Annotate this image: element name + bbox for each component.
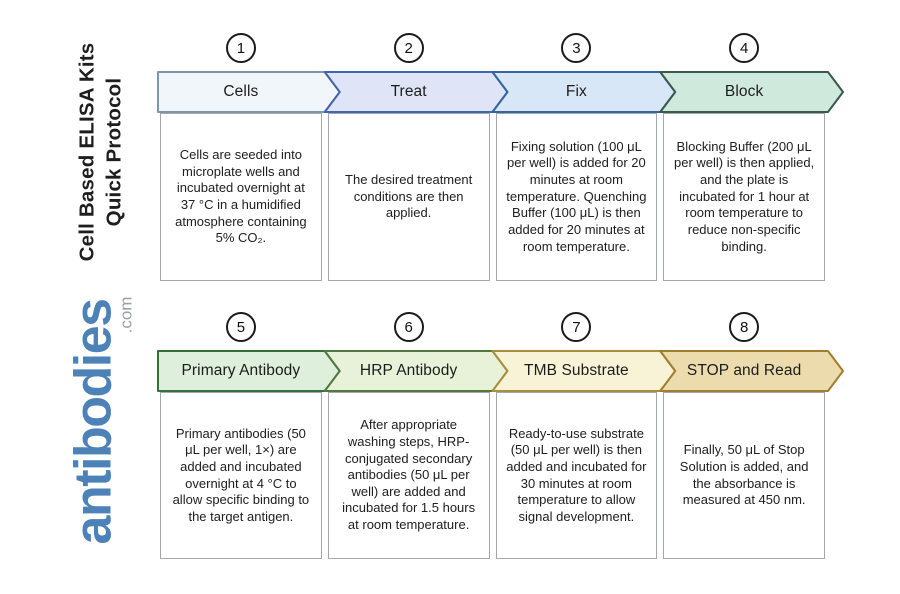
step-description-box-1: Cells are seeded into microplate wells a… [160,113,322,281]
step-description-7: Ready-to-use substrate (50 μL per well) … [506,425,647,524]
protocol-diagram: 1 2 3 4 Cells Treat Fix Block [157,33,845,559]
step-row-2: 5 6 7 8 Primary Antibody HRP Antibody TM… [157,312,845,559]
step-header-label-3: Fix [565,83,587,100]
arrow-shape-stop-and-read [659,350,844,392]
step-number-badge-3: 3 [561,33,592,63]
step-numbers-row-2: 5 6 7 8 [157,312,845,342]
step-description-box-3: Fixing solution (100 μL per well) is add… [495,113,658,281]
step-number-4: 4 [739,39,749,57]
description-boxes-row-1: Cells are seeded into microplate wells a… [157,113,828,281]
step-number-8: 8 [739,318,749,336]
logo-text: antibodies [64,298,123,544]
step-number-badge-6: 6 [393,312,424,342]
step-description-box-4: Blocking Buffer (200 μL per well) is the… [663,113,825,281]
arrow-band-row-2: Primary Antibody HRP Antibody TMB Substr… [157,350,845,392]
title-line-2: Quick Protocol [102,77,125,227]
step-description-8: Finally, 50 μL of Stop Solution is added… [679,442,809,508]
step-description-1: Cells are seeded into microplate wells a… [175,147,307,246]
step-number-2: 2 [404,39,413,57]
step-header-label-1: Cells [223,83,259,100]
logo-tld: .com [116,296,136,333]
step-description-box-6: After appropriate washing steps, HRP-con… [327,392,490,559]
arrow-band-svg-2 [157,350,844,392]
step-description-3: Fixing solution (100 μL per well) is add… [506,138,647,254]
step-header-label-8: STOP and Read [686,362,802,379]
description-boxes-row-2: Primary antibodies (50 μL per well, 1×) … [157,392,828,559]
step-number-badge-2: 2 [393,33,424,63]
step-header-label-2: Treat [390,83,427,100]
arrow-labels-row-1: Cells Treat Fix Block [157,71,845,113]
step-numbers-row-1: 1 2 3 4 [157,33,845,63]
title-line-1: Cell Based ELISA Kits [75,42,98,262]
brand-logo: antibodies.com [48,270,152,570]
step-number-badge-7: 7 [561,312,592,342]
step-header-label-7: TMB Substrate [524,362,629,379]
vertical-title: Cell Based ELISA Kits Quick Protocol [56,36,144,268]
arrow-shape-block [659,71,844,113]
step-number-badge-1: 1 [225,33,256,63]
step-header-label-4: Block [724,83,764,100]
step-header-label-5: Primary Antibody [181,362,301,379]
step-description-4: Blocking Buffer (200 μL per well) is the… [674,138,815,254]
step-number-5: 5 [236,318,246,336]
step-description-box-5: Primary antibodies (50 μL per well, 1×) … [160,392,322,559]
step-number-1: 1 [236,39,246,57]
step-description-2: The desired treatment conditions are the… [345,172,473,221]
step-description-box-7: Ready-to-use substrate (50 μL per well) … [495,392,658,559]
step-row-1: 1 2 3 4 Cells Treat Fix Block [157,33,845,281]
step-number-6: 6 [404,318,413,336]
step-header-label-6: HRP Antibody [359,362,458,379]
arrow-band-row-1: Cells Treat Fix Block [157,71,845,113]
arrow-labels-row-2: Primary Antibody HRP Antibody TMB Substr… [157,350,845,392]
step-number-7: 7 [572,318,581,336]
step-description-box-2: The desired treatment conditions are the… [327,113,490,281]
arrow-band-svg-1 [157,71,844,113]
step-number-badge-8: 8 [729,312,760,342]
step-number-badge-5: 5 [225,312,256,342]
step-number-badge-4: 4 [729,33,760,63]
step-description-5: Primary antibodies (50 μL per well, 1×) … [172,425,310,524]
step-description-6: After appropriate washing steps, HRP-con… [342,417,476,533]
step-description-box-8: Finally, 50 μL of Stop Solution is added… [663,392,825,559]
step-number-3: 3 [572,39,581,57]
